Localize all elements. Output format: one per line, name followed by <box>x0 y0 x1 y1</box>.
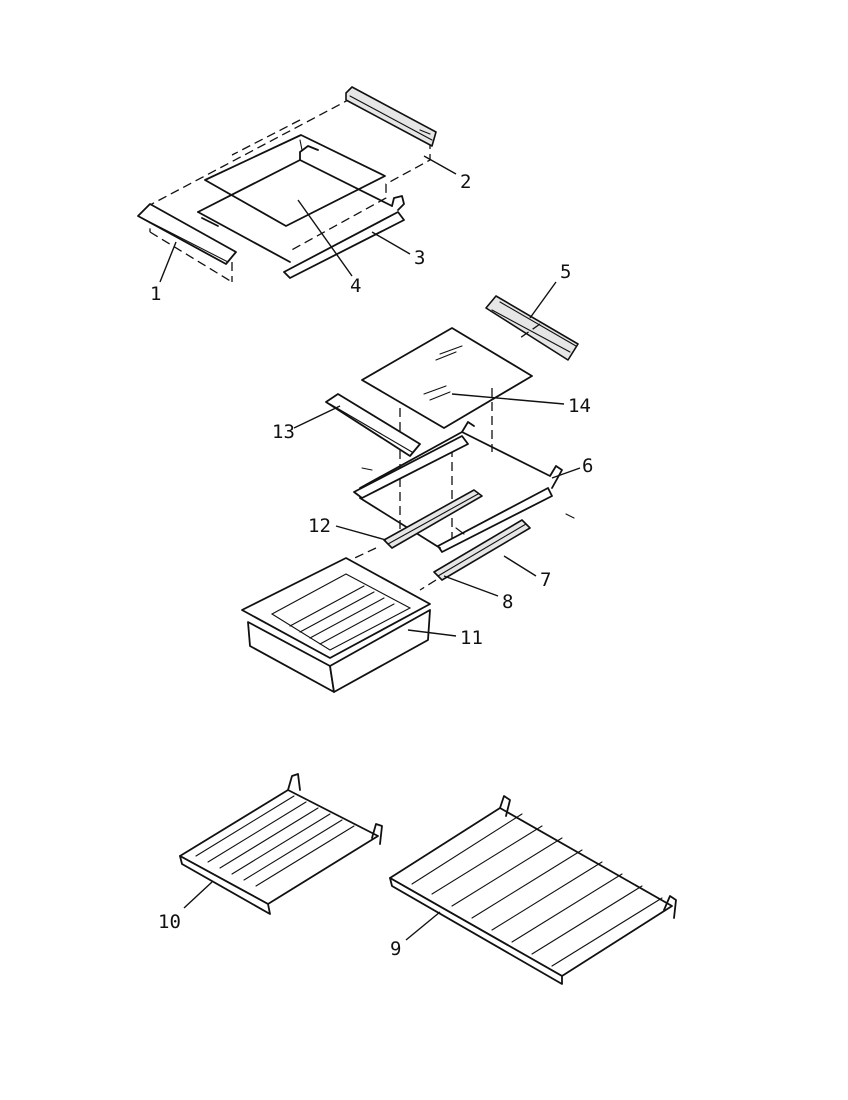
callout-8: 8 <box>502 591 513 613</box>
part-6-crisper-frame <box>353 421 575 553</box>
middle-assembly-dashed-guides <box>345 323 541 591</box>
part-14-glass-panel <box>361 327 533 429</box>
leader-10 <box>183 881 213 909</box>
part-12-left-slide-rail <box>383 489 483 549</box>
callout-12: 12 <box>308 515 331 537</box>
middle-crisper-assembly <box>241 295 579 693</box>
leader-3 <box>371 231 411 255</box>
leader-14 <box>451 393 565 405</box>
callout-4: 4 <box>350 275 361 297</box>
leader-8 <box>443 575 499 597</box>
leader-5 <box>529 281 557 319</box>
part-3-shelf-frame <box>197 145 405 279</box>
callout-6: 6 <box>582 455 593 477</box>
leader-2 <box>423 155 457 175</box>
leader-9 <box>405 911 441 941</box>
callout-11: 11 <box>460 627 483 649</box>
part-4-glass-panel <box>204 134 386 227</box>
callout-14: 14 <box>568 395 591 417</box>
part-10-small-wire-shelf <box>179 773 383 915</box>
leader-11 <box>407 629 457 637</box>
callout-9: 9 <box>390 938 401 960</box>
part-5-rear-trim <box>485 295 579 361</box>
part-1-front-trim <box>137 203 237 265</box>
leader-1 <box>159 241 177 283</box>
leader-4 <box>297 199 353 277</box>
part-13-front-trim <box>325 393 421 457</box>
callout-13: 13 <box>272 421 295 443</box>
part-2-rear-trim <box>345 86 437 147</box>
top-assembly-dashed-outline <box>149 97 431 283</box>
leader-lines <box>159 155 581 941</box>
part-11-crisper-pan <box>241 557 431 693</box>
callout-labels: 1 2 3 4 5 6 7 8 9 10 11 12 13 14 <box>150 171 593 960</box>
leader-12 <box>335 525 387 541</box>
leader-7 <box>503 555 537 577</box>
callout-3: 3 <box>414 247 425 269</box>
leader-6 <box>551 467 581 479</box>
callout-1: 1 <box>150 283 161 305</box>
leader-13 <box>293 405 341 429</box>
top-shelf-assembly <box>137 86 437 283</box>
callout-7: 7 <box>540 569 551 591</box>
callout-2: 2 <box>460 171 471 193</box>
part-7-8-right-slide-rail <box>433 519 531 581</box>
callout-10: 10 <box>158 911 181 933</box>
part-9-large-wire-shelf <box>389 795 677 985</box>
callout-5: 5 <box>560 261 571 283</box>
